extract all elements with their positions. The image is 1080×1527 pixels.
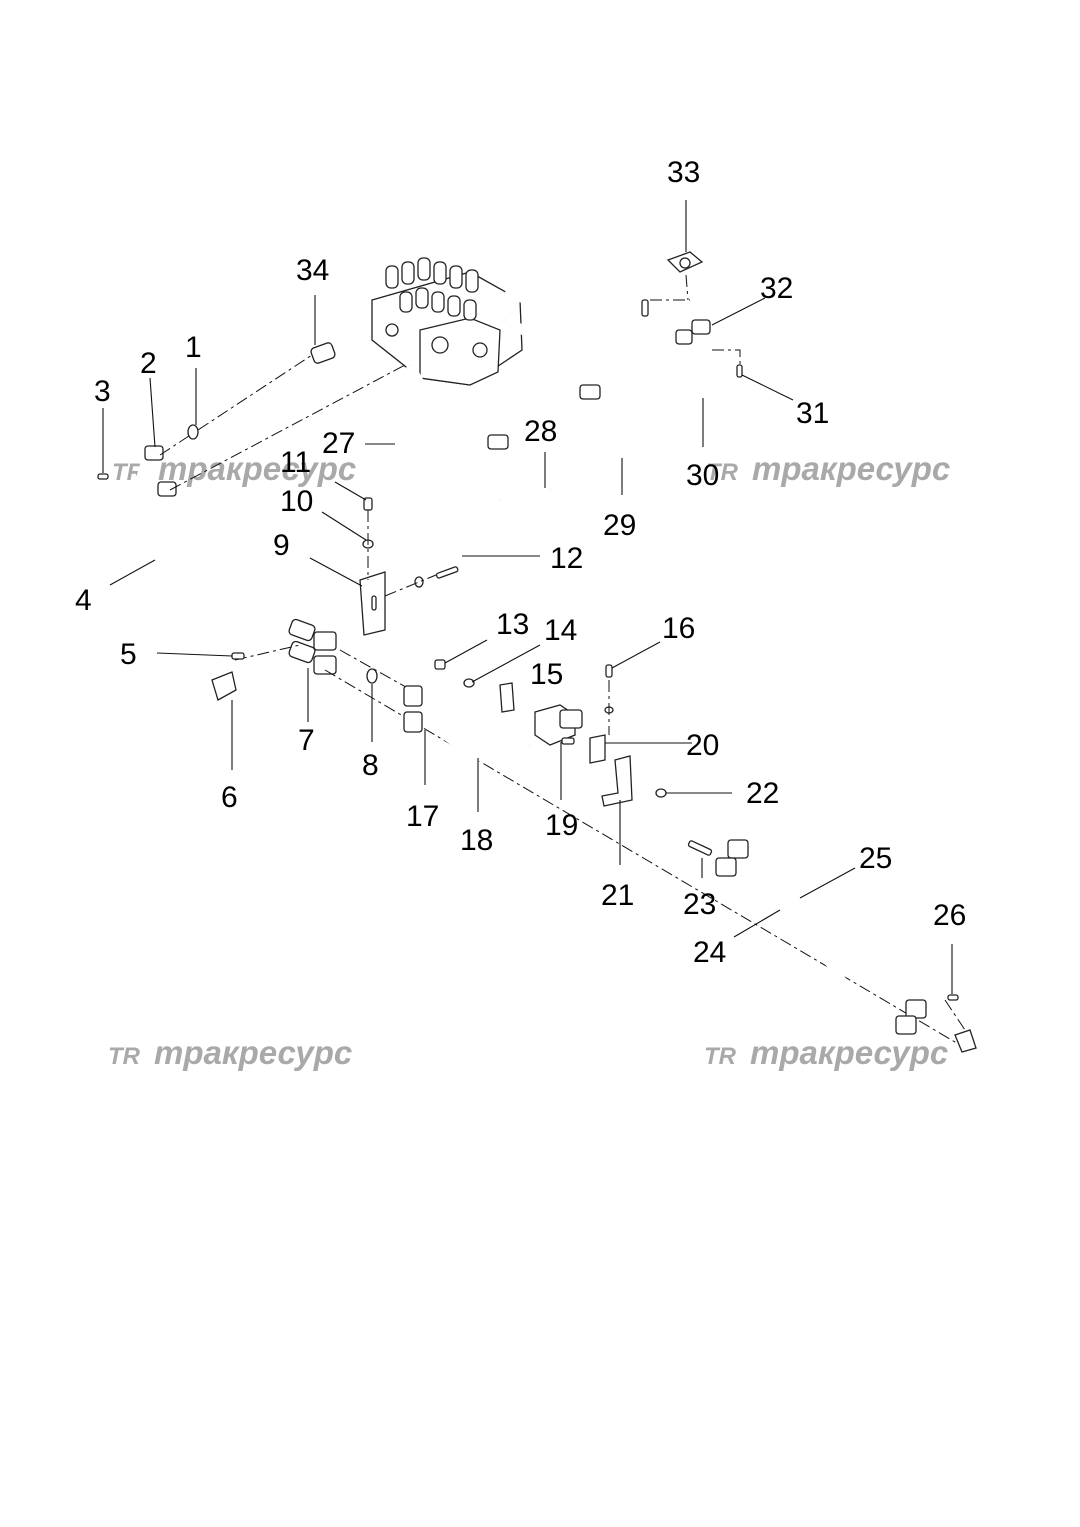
leader-lines — [102, 200, 953, 994]
callout-11: 11 — [280, 446, 311, 479]
flange-33 — [641, 251, 743, 378]
hose-assembly-29 — [503, 315, 694, 498]
watermark-text: тракресурс — [750, 1034, 948, 1071]
callout-34: 34 — [296, 254, 329, 287]
watermark-logo: TR — [706, 459, 739, 486]
callout-19: 19 — [545, 809, 578, 842]
o-ring-1 — [187, 424, 199, 440]
callout-23: 23 — [683, 888, 716, 921]
hose-assembly-28 — [406, 362, 594, 499]
callout-28: 28 — [524, 415, 557, 448]
centerline-4 — [324, 669, 961, 1046]
callout-1: 1 — [185, 331, 202, 364]
centerline-1 — [159, 354, 313, 456]
watermark-bottom-right: TR тракресурс — [704, 1034, 948, 1071]
watermark-text: тракресурс — [752, 450, 950, 487]
pipe-assembly-4 — [136, 445, 337, 675]
callout-4: 4 — [75, 584, 92, 617]
hose-fittings-upper — [310, 319, 711, 450]
callout-33: 33 — [667, 156, 700, 189]
hose-assembly-27 — [320, 358, 503, 515]
watermark-bottom-left: TR тракресурс — [108, 1034, 352, 1071]
callout-18: 18 — [460, 824, 493, 857]
watermark-text: тракресурс — [154, 1034, 352, 1071]
callout-3: 3 — [94, 375, 111, 408]
centerline-6 — [944, 999, 966, 1031]
hose-assembly-24-25 — [715, 839, 977, 1053]
centerline-2 — [169, 364, 406, 491]
callout-14: 14 — [544, 614, 577, 647]
valve-spools — [385, 257, 488, 358]
watermark-text: тракресурс — [158, 450, 356, 487]
callout-20: 20 — [686, 729, 719, 762]
clip-6 — [211, 671, 237, 701]
callout-5: 5 — [120, 638, 137, 671]
hose-assembly-30 — [504, 290, 708, 429]
callout-29: 29 — [603, 509, 636, 542]
bolt-3 — [97, 473, 109, 480]
callout-21: 21 — [601, 879, 634, 912]
watermark-top-right: TR тракресурс — [706, 450, 950, 487]
callout-12: 12 — [550, 542, 583, 575]
callout-32: 32 — [760, 272, 793, 305]
bolt-5 — [231, 652, 245, 660]
centerline-3 — [234, 644, 301, 661]
callout-2: 2 — [140, 347, 157, 380]
callout-15: 15 — [530, 658, 563, 691]
callout-16: 16 — [662, 612, 695, 645]
callout-25: 25 — [859, 842, 892, 875]
callout-8: 8 — [362, 749, 379, 782]
callout-labels: 1 2 3 4 5 6 7 8 9 10 11 12 13 14 15 16 1… — [75, 156, 966, 969]
callout-13: 13 — [496, 608, 529, 641]
callout-30: 30 — [686, 459, 719, 492]
callout-27: 27 — [322, 427, 355, 460]
callout-22: 22 — [746, 777, 779, 810]
fasteners-middle — [434, 659, 713, 856]
callout-6: 6 — [221, 781, 238, 814]
callout-24: 24 — [693, 936, 726, 969]
watermark-logo: TR — [108, 1043, 141, 1070]
bracket-9 — [359, 497, 459, 636]
o-ring-8 — [366, 668, 378, 684]
callout-10: 10 — [280, 485, 313, 518]
callout-7: 7 — [298, 724, 315, 757]
callout-9: 9 — [273, 529, 290, 562]
control-valve-block — [371, 257, 523, 386]
callout-26: 26 — [933, 899, 966, 932]
watermark-logo: TR — [704, 1043, 737, 1070]
callout-31: 31 — [796, 397, 829, 430]
tube-assembly-17-18 — [403, 685, 583, 764]
callout-17: 17 — [406, 800, 439, 833]
watermark-top-left: TR тракресурс — [112, 450, 356, 487]
